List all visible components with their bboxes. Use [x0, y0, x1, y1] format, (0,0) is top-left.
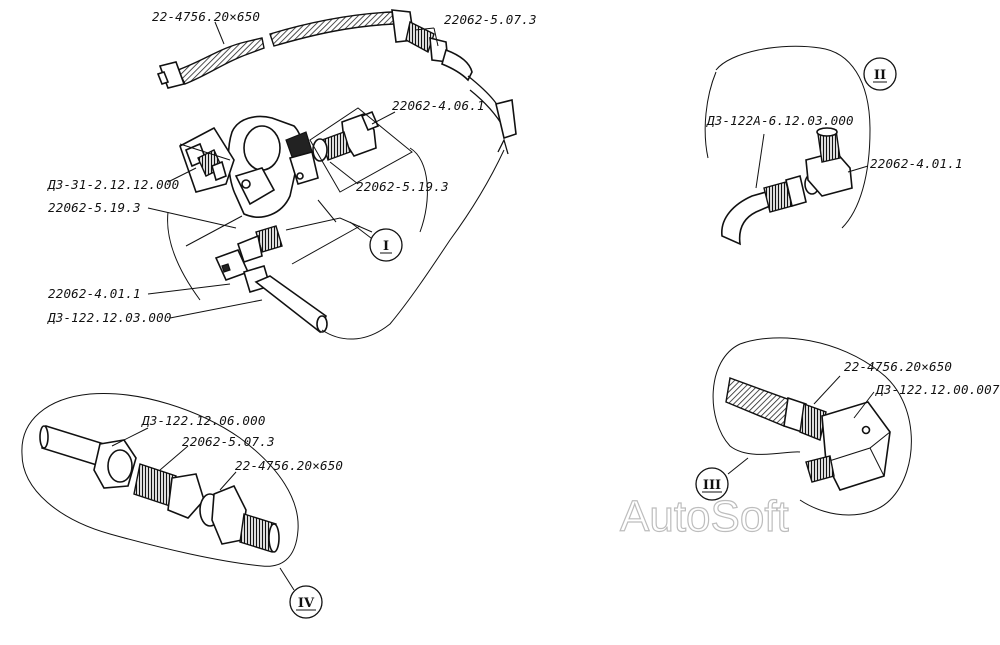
label-main-elbow: 22062-4.06.1	[392, 98, 485, 113]
detail-iii: III	[695, 337, 912, 516]
top-hose	[156, 11, 395, 89]
label-main-tee: 22062-4.01.1	[48, 286, 141, 301]
label-main-nipple-a: 22062-5.19.3	[356, 179, 449, 194]
callout-i: I	[349, 221, 403, 262]
watermark-text: AutoSoft	[620, 492, 789, 541]
label-ii-pipe: ДЗ-122А-6.12.03.000	[706, 113, 854, 128]
left-fitting	[184, 142, 227, 182]
callout-i-label: I	[383, 239, 389, 254]
label-main-hose-top: 22-4756.20×650	[152, 9, 260, 24]
callout-ii-label: II	[874, 68, 886, 83]
elbow-fitting	[312, 110, 380, 162]
top-union	[391, 9, 517, 140]
pump-housing	[179, 115, 319, 218]
label-iv-pipe: ДЗ-122.12.06.000	[141, 413, 266, 428]
label-main-fitting-left: ДЗ-31-2.12.12.000	[47, 177, 179, 192]
label-main-nipple-b: 22062-5.19.3	[48, 200, 141, 215]
label-ii-tee: 22062-4.01.1	[870, 156, 963, 171]
label-iv-union: 22062-5.07.3	[182, 434, 275, 449]
callout-iv-label: IV	[298, 596, 315, 611]
label-main-union-top: 22062-5.07.3	[444, 12, 537, 27]
label-iii-hose: 22-4756.20×650	[844, 359, 952, 374]
detail-ii: II	[704, 45, 897, 246]
label-iii-block: ДЗ-122.12.00.007	[875, 382, 1000, 397]
label-iv-hose: 22-4756.20×650	[235, 458, 343, 473]
main-assembly	[147, 9, 517, 340]
label-main-pipe: ДЗ-122.12.03.000	[47, 310, 172, 325]
lower-tee-group	[214, 225, 328, 334]
detail-iv: IV	[21, 392, 323, 619]
callout-iii-label: III	[703, 478, 721, 493]
